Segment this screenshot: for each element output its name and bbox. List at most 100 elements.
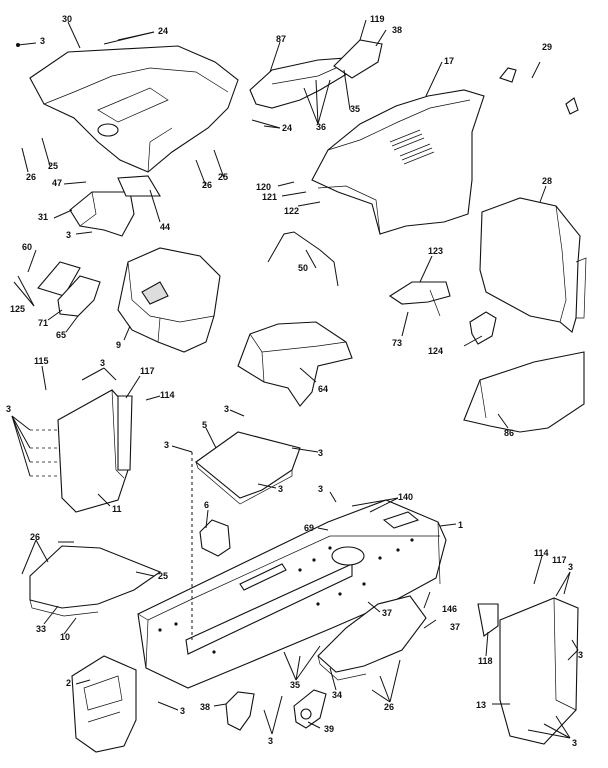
callout-140: 140 [398,492,413,502]
callout-3: 3 [578,650,583,660]
part-9-dash-housing [117,247,221,353]
part-39-hitch [293,689,327,729]
callout-30: 30 [62,14,72,24]
callout-3: 3 [278,484,283,494]
callout-123: 123 [428,246,443,256]
hood-grille [389,129,435,165]
part-13-rear-plate [477,597,579,745]
leader-lines [11,19,579,739]
part-34-foot-plate [317,595,427,681]
callout-118: 118 [478,656,493,666]
callout-44: 44 [160,222,170,232]
part-124-clip [469,311,497,345]
callout-3: 3 [100,358,105,368]
callout-3: 3 [164,440,169,450]
callout-6: 6 [204,500,209,510]
part-17-hood [311,89,485,235]
part-64-steering-support [237,321,353,407]
callout-3: 3 [6,404,11,414]
callout-38: 38 [392,25,402,35]
callout-86: 86 [504,428,514,438]
part-6-bracket [199,519,231,557]
part-86-skirt [463,351,585,433]
callout-120: 120 [256,182,271,192]
callout-3: 3 [318,448,323,458]
callout-39: 39 [324,724,334,734]
callout-26: 26 [384,702,394,712]
part-30-hood-top [29,45,239,173]
part-5-battery-tray [195,431,301,505]
callout-26: 26 [30,532,40,542]
callout-87: 87 [276,34,286,44]
part-11-left-plate [30,389,133,513]
callout-1: 1 [458,520,463,530]
part-1-frame [137,499,447,689]
callout-3: 3 [318,484,323,494]
callout-33: 33 [36,624,46,634]
part-87-dash-panel [249,39,383,109]
part-28-side-panel [479,197,587,333]
callout-9: 9 [116,340,121,350]
part-2-front-plate [71,655,137,753]
callout-114: 114 [534,548,549,558]
callout-60: 60 [22,242,32,252]
callout-13: 13 [476,700,486,710]
part-123-bracket [388,281,451,317]
callout-11: 11 [112,504,122,514]
callout-114: 114 [160,390,175,400]
callout-3: 3 [568,562,573,572]
callout-64: 64 [318,384,328,394]
callout-26: 26 [26,172,36,182]
callout-73: 73 [392,338,402,348]
callout-31: 31 [38,212,48,222]
callout-10: 10 [60,632,70,642]
callout-37: 37 [382,608,392,618]
callout-115: 115 [34,356,49,366]
callout-24: 24 [158,26,168,36]
callout-38: 38 [200,702,210,712]
callout-117: 117 [552,555,567,565]
callout-25: 25 [218,172,228,182]
part-60-cover [37,261,101,317]
part-50-wire [267,231,339,287]
callout-47: 47 [52,178,62,188]
callout-5: 5 [202,420,207,430]
callout-121: 121 [262,192,277,202]
callout-labels: 30 3 24 87 119 38 29 17 35 36 24 26 25 4… [6,14,583,748]
part-31-bracket [69,175,161,237]
callout-117: 117 [140,366,155,376]
callout-29: 29 [542,42,552,52]
callout-35: 35 [290,680,300,690]
callout-37: 37 [450,622,460,632]
callout-3: 3 [66,230,71,240]
callout-3: 3 [268,736,273,746]
callout-25: 25 [158,571,168,581]
callout-25: 25 [48,161,58,171]
part-33-foot-plate [29,545,162,617]
callout-17: 17 [444,56,454,66]
callout-35: 35 [350,104,360,114]
callout-2: 2 [66,678,71,688]
callout-26: 26 [202,180,212,190]
callout-24: 24 [282,123,292,133]
callout-69: 69 [304,523,314,533]
callout-146: 146 [442,604,457,614]
callout-119: 119 [370,14,385,24]
part-29-emblem [499,67,579,115]
callout-36: 36 [316,122,326,132]
frame-holes [158,538,414,654]
callout-65: 65 [56,330,66,340]
callout-34: 34 [332,690,342,700]
part-38-bracket [225,691,255,731]
callout-122: 122 [284,206,299,216]
callout-3: 3 [572,738,577,748]
callout-124: 124 [428,346,443,356]
callout-3: 3 [224,404,229,414]
callout-125: 125 [10,304,25,314]
callout-3: 3 [180,706,185,716]
callout-3: 3 [40,36,45,46]
callout-71: 71 [38,318,48,328]
callout-50: 50 [298,263,308,273]
